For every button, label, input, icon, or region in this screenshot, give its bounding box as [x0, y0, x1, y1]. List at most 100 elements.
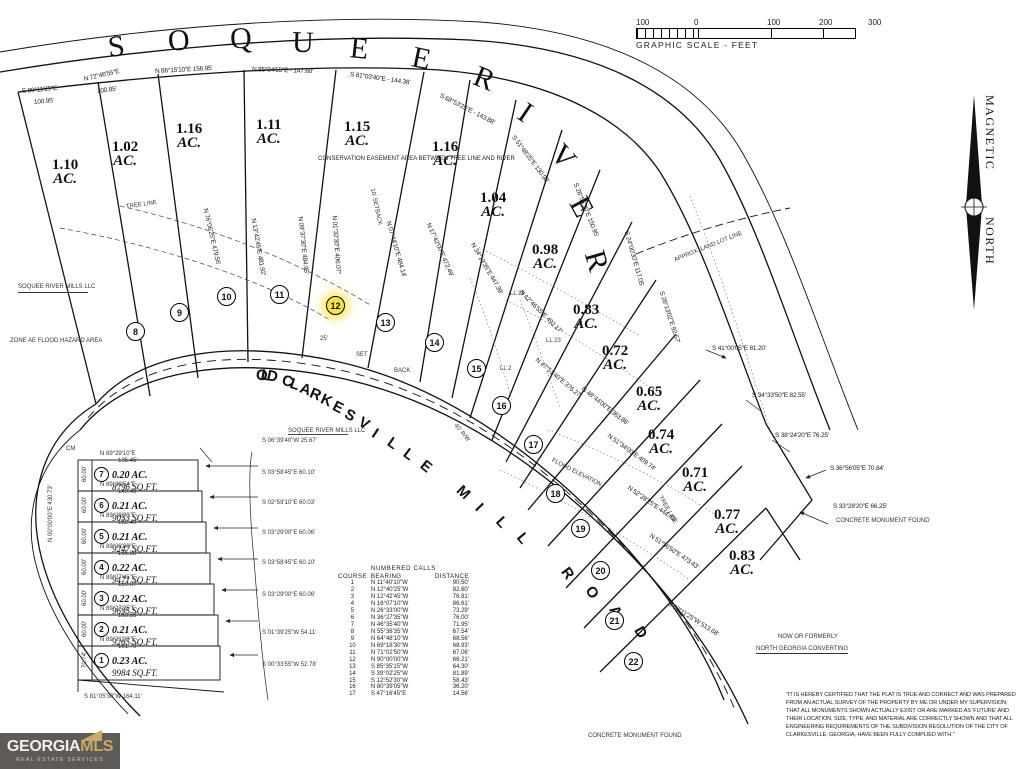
lot-top-distance: 135.45'	[118, 458, 138, 464]
lot-table-right-call: S 03°29'00"E 60.06'	[262, 592, 316, 598]
lot-number-10[interactable]: 10	[217, 287, 236, 306]
call-distance: 67.54'	[452, 628, 469, 635]
lot-table-sqft: 9265 SQ.FT.	[112, 637, 158, 647]
lot-number-8[interactable]: 8	[126, 322, 145, 341]
call-bearing: N 71°02'50"W	[370, 649, 409, 656]
river-label-letter: E	[348, 31, 371, 66]
lot-top-bearing: N 89°28'20"E	[100, 513, 136, 519]
scale-tick: 0	[694, 18, 699, 27]
lot-number-17[interactable]: 17	[524, 435, 543, 454]
acreage-unit: AC.	[53, 171, 77, 188]
lot-number-20[interactable]: 20	[591, 561, 610, 580]
concrete-monument-right-label: CONCRETE MONUMENT FOUND	[836, 518, 930, 524]
acreage-value: 0.83	[729, 548, 756, 564]
call-course: 12	[349, 656, 356, 663]
call-bearing: N 26°33'00"W	[370, 608, 409, 614]
lot-table-acres: 0.23 AC.	[112, 656, 148, 667]
call-bearing: S 12°52'30"W	[370, 677, 408, 684]
call-distance: 81.89'	[452, 670, 469, 677]
lot-table-acres: 0.22 AC.	[112, 594, 148, 605]
lot-number-13[interactable]: 13	[376, 313, 395, 332]
lot-number-16[interactable]: 16	[492, 396, 511, 415]
call-course: 7	[350, 621, 355, 628]
lot-number-14[interactable]: 14	[425, 333, 444, 352]
acreage-unit: AC.	[603, 357, 627, 374]
lot-table-right-call: S 06°39'40"W 25.67'	[262, 438, 317, 444]
lot-table-number-1[interactable]: 1	[94, 653, 109, 668]
lot-number-18[interactable]: 18	[546, 484, 565, 503]
lot-table-acres-wrap: 0.21 AC.	[112, 620, 147, 638]
lot-number-12[interactable]: 12	[326, 296, 345, 315]
lot-table-sqft: 9247 SQ.FT.	[112, 544, 158, 554]
call-bearing: N 69°18'30"W	[370, 642, 409, 649]
scale-bar	[636, 28, 856, 39]
land-lot-23-label: LL 23	[546, 338, 561, 344]
watermark-tagline: REAL ESTATE SERVICES	[16, 757, 104, 763]
lot-table-left-dimension: N 00°00'00"E 430.73'	[48, 485, 54, 542]
lot-table-right-call: S 00°33'55"W 52.78'	[262, 662, 317, 668]
call-distance: 66.21'	[452, 656, 469, 663]
call-course: 14	[349, 670, 356, 677]
scale-tick: 100	[636, 18, 650, 27]
river-label-letter: S	[106, 29, 127, 64]
watermark-brand-main: GEORGIA	[6, 738, 81, 755]
call-course: 15	[349, 677, 356, 684]
lot-table-sqft-wrap: 9247 SQ.FT.	[112, 539, 158, 557]
now-or-formerly-label: NOW OR FORMERLY	[778, 634, 838, 640]
flood-zone-label: ZONE AE FLOOD HAZARD AREA	[10, 338, 103, 344]
call-bearing: S 85°35'15"W	[370, 663, 408, 670]
lot-number-15[interactable]: 15	[467, 359, 486, 378]
concrete-monument-bottom-label: CONCRETE MONUMENT FOUND	[588, 733, 682, 739]
lot-number-11[interactable]: 11	[270, 285, 289, 304]
north-arrow-bottom-word: NORTH	[983, 217, 997, 266]
surveyor-certification: "IT IS HEREBY CERTIFIED THAT THE PLAT IS…	[786, 692, 1016, 738]
acreage-unit: AC.	[649, 441, 673, 458]
call-bearing: N 80°39'05"W	[370, 684, 409, 691]
lot-top-distance: 149.45'	[118, 489, 138, 495]
river-label-letter: Q	[229, 21, 253, 56]
lot-table-number-5[interactable]: 5	[94, 529, 109, 544]
scale-caption: GRAPHIC SCALE - FEET	[636, 40, 759, 50]
lot-table-side-dimension: 60.00'	[82, 496, 88, 513]
lot-table-sqft-wrap: 9053 SQ.FT.	[112, 508, 158, 526]
lot-number-22[interactable]: 22	[624, 652, 643, 671]
georgiamls-watermark: GEORGIAMLS REAL ESTATE SERVICES	[0, 730, 120, 769]
call-bearing: N 16°07'10"W	[370, 601, 409, 608]
call-distance: 90.50'	[452, 580, 469, 587]
lot-table-number-2[interactable]: 2	[94, 622, 109, 637]
lot-table-number-3[interactable]: 3	[94, 591, 109, 606]
lot-number-21[interactable]: 21	[605, 611, 624, 630]
lot-table-sqft-wrap: 9265 SQ.FT.	[112, 632, 158, 650]
numbered-calls-header: BEARING	[370, 573, 402, 580]
call-distance: 14.56'	[452, 691, 469, 698]
lot-number-19[interactable]: 19	[571, 519, 590, 538]
lot-table-number-7[interactable]: 7	[94, 467, 109, 482]
bearing-call: S 36°56'05"E 70.84'	[830, 465, 884, 472]
lot-table-number-4[interactable]: 4	[94, 560, 109, 575]
lot-table-right-call: S 01°39'25"W 54.11'	[262, 630, 317, 636]
lot-table-sqft: 9695 SQ.FT.	[112, 606, 158, 616]
lot-table-number-6[interactable]: 6	[94, 498, 109, 513]
call-course: 17	[349, 691, 356, 698]
call-distance: 76.81'	[452, 594, 469, 601]
adjoiner-label: NORTH GEORGIA CONVERTING	[756, 646, 849, 654]
lot-table-acres-wrap: 0.23 AC.	[112, 651, 147, 669]
acreage-unit: AC.	[574, 316, 598, 333]
lot-table-bottom-call: S 81°05'30"W 164.11'	[84, 694, 142, 700]
lot-top-bearing: N 89°27'45"E	[100, 575, 136, 581]
call-course: 4	[350, 601, 355, 608]
lot-number-9[interactable]: 9	[170, 303, 189, 322]
call-course: 16	[349, 684, 356, 691]
call-distance: 64.30'	[452, 663, 469, 670]
